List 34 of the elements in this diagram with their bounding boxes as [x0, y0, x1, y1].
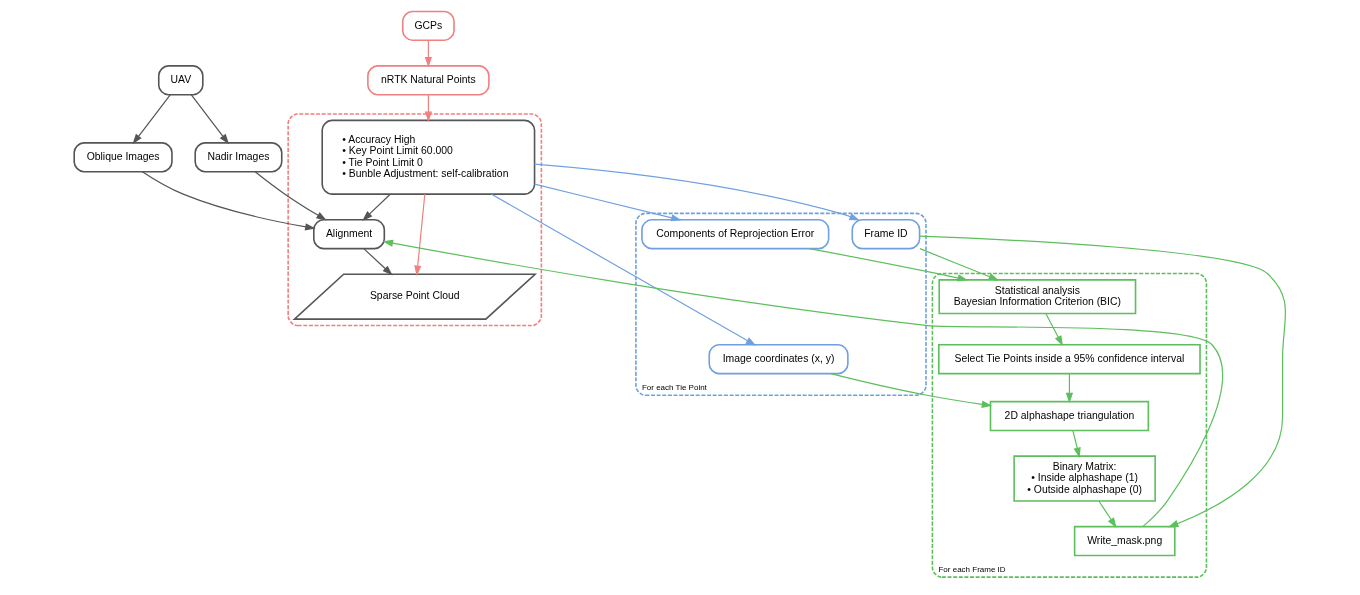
- node-box: • Accuracy High • Key Point Limit 60.000 • Tie Point Limit 0 • Bunble Adjustment: self-calibration: [321, 119, 536, 195]
- node-box: Components of Reprojection Error: [641, 218, 830, 250]
- arrow: [534, 183, 682, 222]
- arrow: [808, 248, 969, 282]
- node-box: Image coordinates (x, y): [708, 343, 849, 375]
- arrow: [1065, 373, 1074, 404]
- arrow: [1098, 500, 1117, 529]
- node-box: Select Tie Points inside a 95% confidence interval: [938, 343, 1201, 375]
- node-box: UAV: [157, 65, 204, 96]
- node-box: Statistical analysis Bayesian Information Criterion (BIC): [938, 279, 1137, 315]
- arrow: [141, 171, 316, 231]
- arrow: [132, 94, 171, 145]
- arrow: [830, 373, 993, 408]
- arrow: [919, 248, 999, 281]
- arrow: [362, 193, 391, 221]
- arrow: [382, 239, 1223, 528]
- node-box: Frame ID: [851, 218, 921, 250]
- node-box: Nadir Images: [194, 142, 283, 173]
- node-box: nRTK Natural Points: [367, 65, 490, 96]
- arrow: [1072, 430, 1081, 458]
- arrow: [919, 235, 1287, 528]
- node-box: 2D alphashape triangulation: [989, 400, 1150, 432]
- arrow: [414, 193, 426, 276]
- arrow: [363, 248, 393, 276]
- node-box: GCPs: [401, 10, 455, 42]
- arrow: [190, 94, 230, 145]
- arrow: [254, 171, 327, 221]
- node-box: Write_mask.png: [1073, 525, 1176, 557]
- node-box: Binary Matrix: • Inside alphashape (1) • Outside alphashape (0): [1013, 455, 1156, 502]
- node-box: Oblique Images: [73, 142, 173, 173]
- node-box: Alignment: [313, 218, 386, 250]
- arrow: [1045, 313, 1063, 347]
- arrow: [491, 193, 757, 346]
- arrow: [533, 163, 860, 221]
